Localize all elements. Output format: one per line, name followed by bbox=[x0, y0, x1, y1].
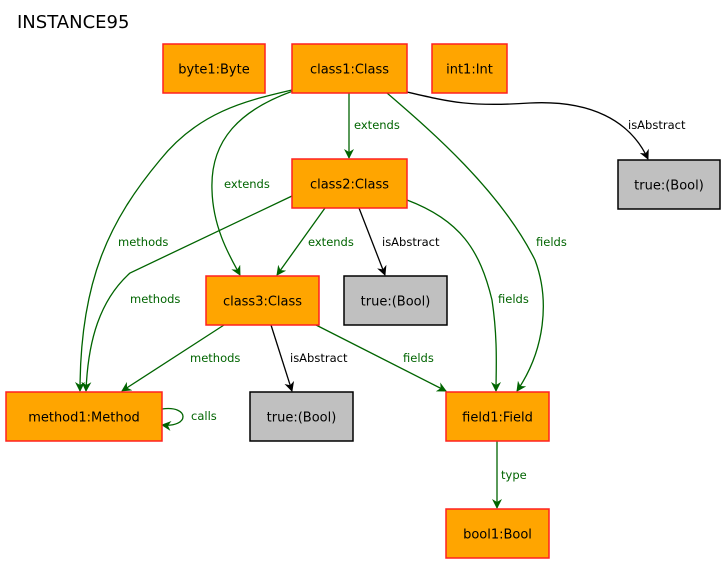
edge-line bbox=[75, 89, 293, 392]
node-label: class1:Class bbox=[310, 63, 389, 78]
node-byte1[interactable]: byte1:Byte bbox=[162, 43, 266, 94]
edge-class1-methods-method1: methods bbox=[75, 89, 293, 392]
edge-line bbox=[121, 324, 225, 392]
node-true2[interactable]: true:(Bool) bbox=[343, 275, 448, 326]
edge-class3-methods-method1: methods bbox=[121, 324, 240, 392]
node-label: class2:Class bbox=[310, 178, 389, 193]
node-method1[interactable]: method1:Method bbox=[5, 391, 163, 442]
object-node-box[interactable] bbox=[162, 43, 266, 94]
node-label: int1:Int bbox=[446, 63, 493, 78]
object-node-box[interactable] bbox=[291, 43, 408, 94]
edge-field1-type-bool1: type bbox=[492, 441, 527, 509]
edge-label: extends bbox=[224, 177, 270, 191]
object-node-box[interactable] bbox=[445, 391, 550, 442]
edge-label: calls bbox=[191, 409, 217, 423]
edge-line bbox=[386, 92, 544, 392]
edge-label: fields bbox=[403, 351, 434, 365]
edge-line bbox=[161, 407, 184, 431]
object-node-box[interactable] bbox=[5, 391, 163, 442]
node-true3[interactable]: true:(Bool) bbox=[249, 391, 354, 442]
edge-label: isAbstract bbox=[628, 118, 686, 132]
node-int1[interactable]: int1:Int bbox=[431, 43, 508, 94]
node-label: bool1:Bool bbox=[463, 528, 532, 543]
edge-label: methods bbox=[118, 235, 168, 249]
edge-label: isAbstract bbox=[290, 351, 348, 365]
node-label: method1:Method bbox=[28, 411, 140, 426]
edge-label: extends bbox=[354, 118, 400, 132]
edge-label: methods bbox=[130, 292, 180, 306]
edge-label: isAbstract bbox=[382, 235, 440, 249]
node-bool1[interactable]: bool1:Bool bbox=[445, 508, 550, 559]
edge-line bbox=[406, 91, 649, 160]
node-label: true:(Bool) bbox=[361, 295, 431, 310]
node-class2[interactable]: class2:Class bbox=[291, 158, 408, 209]
edge-class1-extends-class3: extends bbox=[211, 90, 294, 276]
edge-line bbox=[406, 199, 502, 392]
node-true1[interactable]: true:(Bool) bbox=[617, 159, 721, 210]
edge-class1-fields-field1: fields bbox=[386, 92, 567, 392]
value-node-box[interactable] bbox=[343, 275, 448, 326]
object-node-box[interactable] bbox=[205, 275, 320, 326]
edge-line bbox=[81, 195, 293, 392]
edge-class3-isAbstract-true3: isAbstract bbox=[270, 324, 348, 392]
edge-line bbox=[211, 90, 294, 276]
value-node-box[interactable] bbox=[617, 159, 721, 210]
edge-class3-fields-field1: fields bbox=[315, 324, 447, 392]
node-label: byte1:Byte bbox=[178, 63, 249, 78]
object-node-box[interactable] bbox=[445, 508, 550, 559]
edge-class2-isAbstract-true2: isAbstract bbox=[358, 207, 440, 276]
value-node-box[interactable] bbox=[249, 391, 354, 442]
node-label: field1:Field bbox=[462, 411, 533, 426]
node-label: true:(Bool) bbox=[267, 411, 337, 426]
object-node-box[interactable] bbox=[431, 43, 508, 94]
node-field1[interactable]: field1:Field bbox=[445, 391, 550, 442]
edge-line bbox=[270, 324, 295, 392]
node-label: true:(Bool) bbox=[634, 179, 704, 194]
edge-method1-calls-method1: calls bbox=[161, 407, 217, 431]
node-class3[interactable]: class3:Class bbox=[205, 275, 320, 326]
edge-label: methods bbox=[190, 351, 240, 365]
edge-label: fields bbox=[536, 235, 567, 249]
node-label: class3:Class bbox=[223, 295, 302, 310]
node-class1[interactable]: class1:Class bbox=[291, 43, 408, 94]
edge-line bbox=[358, 207, 387, 276]
edge-class2-extends-class3: extends bbox=[276, 207, 354, 276]
edge-class2-methods-method1: methods bbox=[81, 195, 293, 392]
object-node-box[interactable] bbox=[291, 158, 408, 209]
edge-class2-fields-field1: fields bbox=[406, 199, 529, 392]
edge-class1-isAbstract-true1: isAbstract bbox=[406, 91, 686, 160]
diagram-title: INSTANCE95 bbox=[17, 12, 130, 33]
edge-label: extends bbox=[308, 235, 354, 249]
edge-class1-extends-class2: extends bbox=[344, 93, 400, 159]
edge-line bbox=[276, 207, 326, 276]
edge-label: type bbox=[501, 468, 527, 482]
edge-line bbox=[315, 324, 447, 392]
edge-label: fields bbox=[498, 292, 529, 306]
